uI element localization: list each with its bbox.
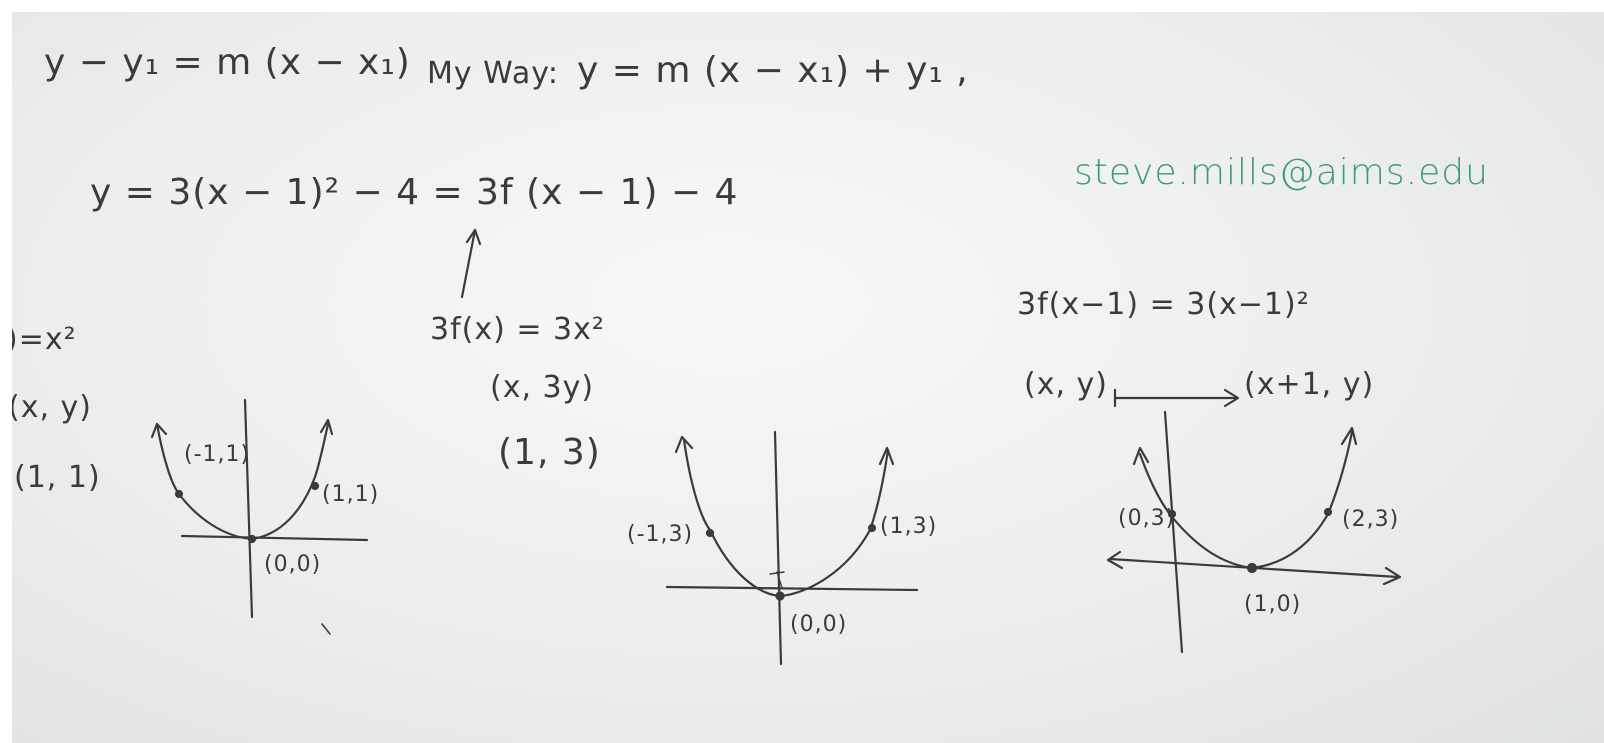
graph3-label-left: (0,3): [1118, 506, 1176, 531]
graph2-point: (1, 3): [498, 432, 601, 473]
graph2-point-right: [867, 523, 877, 533]
graph2-mapping: (x, 3y): [490, 370, 595, 405]
whiteboard: y − y₁ = m (x − x₁) My Way: y = m (x − x…: [12, 12, 1604, 743]
graph2-label-vertex: (0,0): [790, 612, 848, 637]
graph1-vertex: [247, 534, 257, 544]
my-way-equation: y = m (x − x₁) + y₁ ,: [577, 50, 969, 91]
graph3-label-vertex: (1,0): [1244, 592, 1302, 617]
graph2-x-axis: [665, 585, 919, 592]
graph3-vertex: [1246, 562, 1258, 574]
graph2-drawing: [665, 430, 919, 666]
graph2-parabola: [682, 438, 890, 598]
graph1-point-right: [310, 481, 320, 491]
graph1-point: (1, 1): [14, 460, 101, 495]
graph2-point-left: [705, 528, 715, 538]
graph3-label-right: (2,3): [1342, 507, 1400, 532]
graph1-mapping: (x, y): [12, 390, 92, 425]
pointer-arrow: [460, 228, 482, 299]
graph2-label-right: (1,3): [880, 514, 938, 539]
point-slope-equation: y − y₁ = m (x − x₁): [44, 42, 411, 83]
graph1-drawing: [150, 398, 369, 635]
graph1-x-axis: [180, 534, 369, 542]
graph2-label-left: (-1,3): [627, 522, 694, 547]
whiteboard-drawings: [150, 228, 1402, 666]
main-equation: y = 3(x − 1)² − 4 = 3f (x − 1) − 4: [90, 172, 739, 213]
graph2-y-axis: [773, 430, 783, 666]
graph2-function: 3f(x) = 3x²: [430, 312, 605, 347]
graph1-y-axis: [243, 398, 254, 619]
graph3-drawing: [1106, 388, 1402, 654]
graph1-function: )=x²: [12, 322, 77, 357]
graph3-point-right: [1323, 507, 1333, 517]
graph1-label-vertex: (0,0): [264, 552, 322, 577]
graph3-function: 3f(x−1) = 3(x−1)²: [1017, 287, 1310, 322]
graph1-point-left: [174, 489, 184, 499]
graph2-vertex: [775, 591, 785, 601]
email-address: steve.mills@aims.edu: [1074, 152, 1489, 193]
graph1-label-left: (-1,1): [184, 442, 251, 467]
graph1-label-right: (1,1): [322, 482, 380, 507]
my-way-label: My Way:: [427, 56, 559, 91]
graph3-y-axis: [1163, 410, 1184, 654]
graph3-point-left: [1167, 509, 1177, 519]
graph3-mapping-from: (x, y): [1024, 367, 1108, 402]
graph3-mapping-to: (x+1, y): [1244, 367, 1375, 402]
graph3-mapping-arrow: [1113, 388, 1237, 408]
